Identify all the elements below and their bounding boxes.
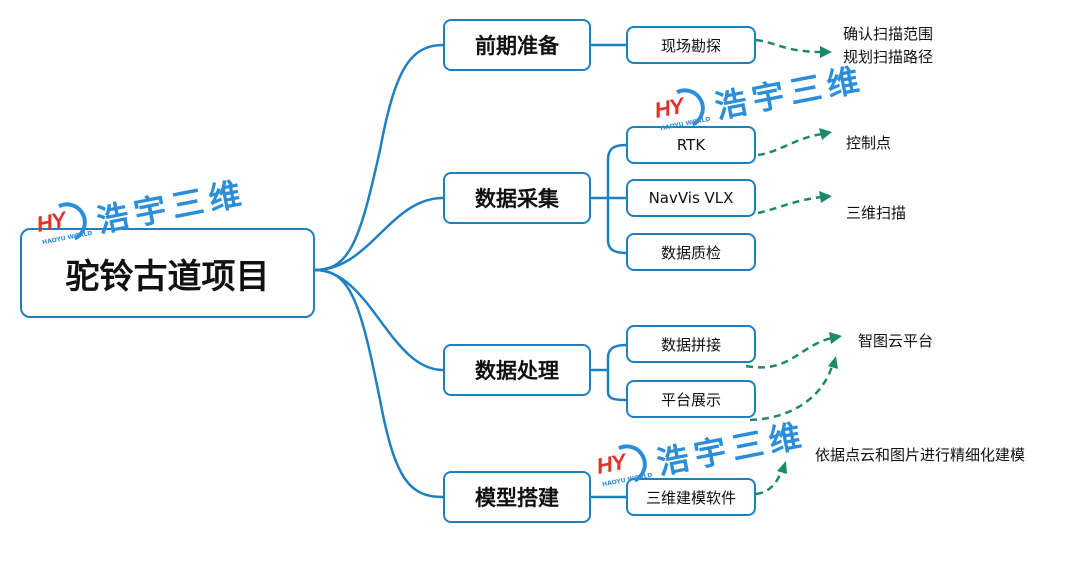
arrow-display [749, 365, 834, 422]
arrowhead-display [828, 356, 838, 369]
node-navvis: NavVis VLX [626, 179, 756, 217]
arrowhead-stitch [829, 332, 842, 344]
branch-collect: 数据采集 [443, 172, 591, 224]
connector-root-model [314, 268, 444, 499]
arrowhead-survey [820, 46, 832, 58]
branch-connectors [591, 43, 627, 499]
node-label: RTK [676, 136, 706, 154]
connector-root-process [314, 268, 444, 372]
note-platform: 智图云平台 [858, 332, 934, 350]
node-rtk: RTK [626, 126, 756, 164]
arrowhead-software [777, 461, 787, 474]
note-3d-scan: 三维扫描 [846, 204, 907, 222]
arrow-stitch [745, 336, 833, 369]
node-label: 三维建模软件 [645, 488, 736, 507]
note-fine-modeling: 依据点云和图片进行精细化建模 [815, 446, 1026, 464]
node-quality-check: 数据质检 [626, 233, 756, 271]
note-control-point: 控制点 [846, 134, 892, 152]
node-data-stitch: 数据拼接 [626, 325, 756, 363]
node-label: 数据质检 [660, 243, 721, 262]
branch-process: 数据处理 [443, 344, 591, 396]
arrow-heads [777, 46, 842, 474]
root-label: 驼铃古道项目 [65, 256, 270, 297]
node-site-survey: 现场勘探 [626, 26, 756, 64]
arrow-rtk [757, 132, 823, 157]
connector-process-bracket [591, 343, 627, 402]
branch-label: 数据处理 [475, 359, 559, 383]
node-platform-display: 平台展示 [626, 380, 756, 418]
arrowhead-rtk [819, 128, 832, 140]
root-connectors [314, 43, 444, 499]
connector-root-collect [314, 196, 444, 272]
connector-collect-bracket [591, 143, 627, 255]
arrow-navvis [757, 195, 823, 215]
root-node: 驼铃古道项目 [20, 228, 315, 318]
note-scan-path: 规划扫描路径 [843, 48, 934, 66]
note-scan-range: 确认扫描范围 [843, 25, 934, 43]
note-arrows [745, 38, 834, 496]
arrow-software [755, 469, 784, 496]
node-label: 数据拼接 [660, 335, 721, 354]
node-label: 现场勘探 [660, 36, 721, 55]
branch-prep: 前期准备 [443, 19, 591, 71]
arrow-survey [755, 38, 823, 54]
branch-label: 模型搭建 [475, 486, 559, 510]
branch-label: 数据采集 [475, 187, 559, 211]
connector-root-prep [314, 43, 444, 272]
node-label: NavVis VLX [648, 189, 734, 207]
arrowhead-navvis [819, 191, 832, 203]
node-modeling-software: 三维建模软件 [626, 478, 756, 516]
branch-label: 前期准备 [475, 34, 559, 58]
node-label: 平台展示 [660, 390, 721, 409]
branch-model: 模型搭建 [443, 471, 591, 523]
